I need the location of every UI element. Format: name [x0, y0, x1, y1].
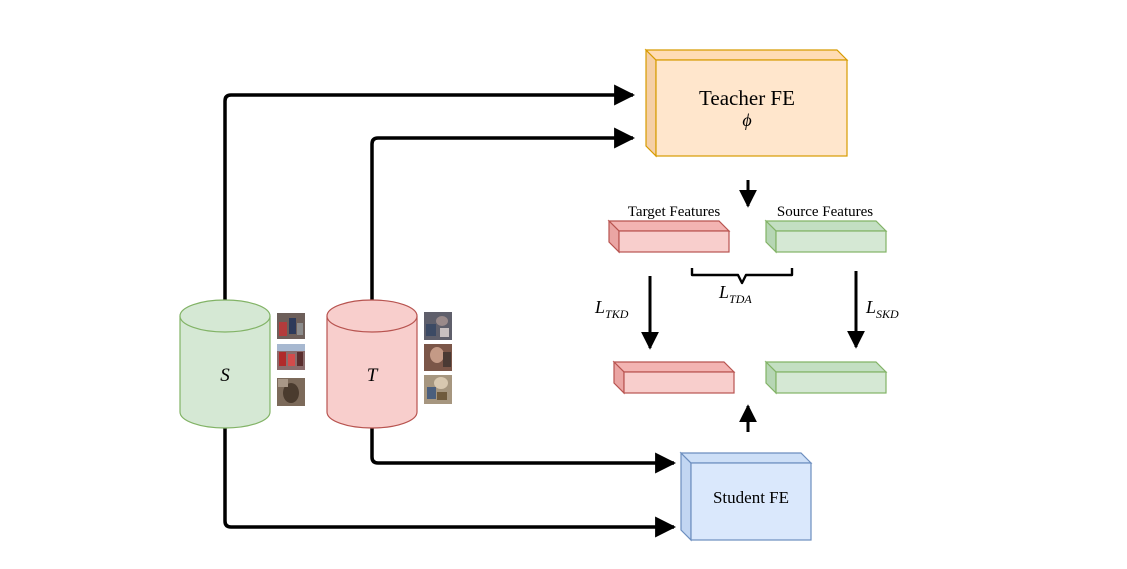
source-thumbnail: [277, 378, 305, 406]
source-sample-images: [277, 313, 305, 406]
student-fe-title: Student FE: [713, 488, 789, 507]
source-database-label: S: [220, 365, 230, 386]
tkd-loss-label: LTKD: [594, 297, 629, 321]
skd-loss-label: LSKD: [865, 297, 899, 321]
arrow-source-to-teacher: [223, 84, 636, 300]
target-thumbnail: [424, 344, 452, 371]
connector-lines: [223, 84, 677, 538]
teacher-fe-title: Teacher FE: [699, 86, 795, 110]
arrow-target-to-student: [370, 428, 677, 474]
target-thumbnail: [424, 375, 452, 404]
student-source-features: [764, 360, 888, 395]
teacher-target-features: [607, 219, 731, 254]
student-target-features: [612, 360, 736, 395]
teacher-source-features: [764, 219, 888, 254]
target-features-label: Target Features: [628, 204, 721, 220]
tda-loss-label: LTDA: [718, 282, 752, 306]
source-thumbnail: [277, 313, 305, 339]
arrow-source-to-student: [223, 428, 677, 538]
target-database-label: T: [367, 365, 379, 386]
arrow-target-to-teacher: [370, 127, 636, 300]
target-sample-images: [424, 312, 452, 404]
target-database: T: [326, 299, 418, 429]
source-database: S: [179, 299, 271, 429]
teacher-fe-symbol: ϕ: [742, 110, 751, 130]
source-features-label: Source Features: [777, 204, 873, 220]
student-fe-block: Student FE: [679, 451, 813, 542]
source-thumbnail: [277, 344, 305, 370]
teacher-fe-block: Teacher FE ϕ: [644, 48, 849, 158]
tda-brace: [690, 268, 794, 285]
target-thumbnail: [424, 312, 452, 340]
